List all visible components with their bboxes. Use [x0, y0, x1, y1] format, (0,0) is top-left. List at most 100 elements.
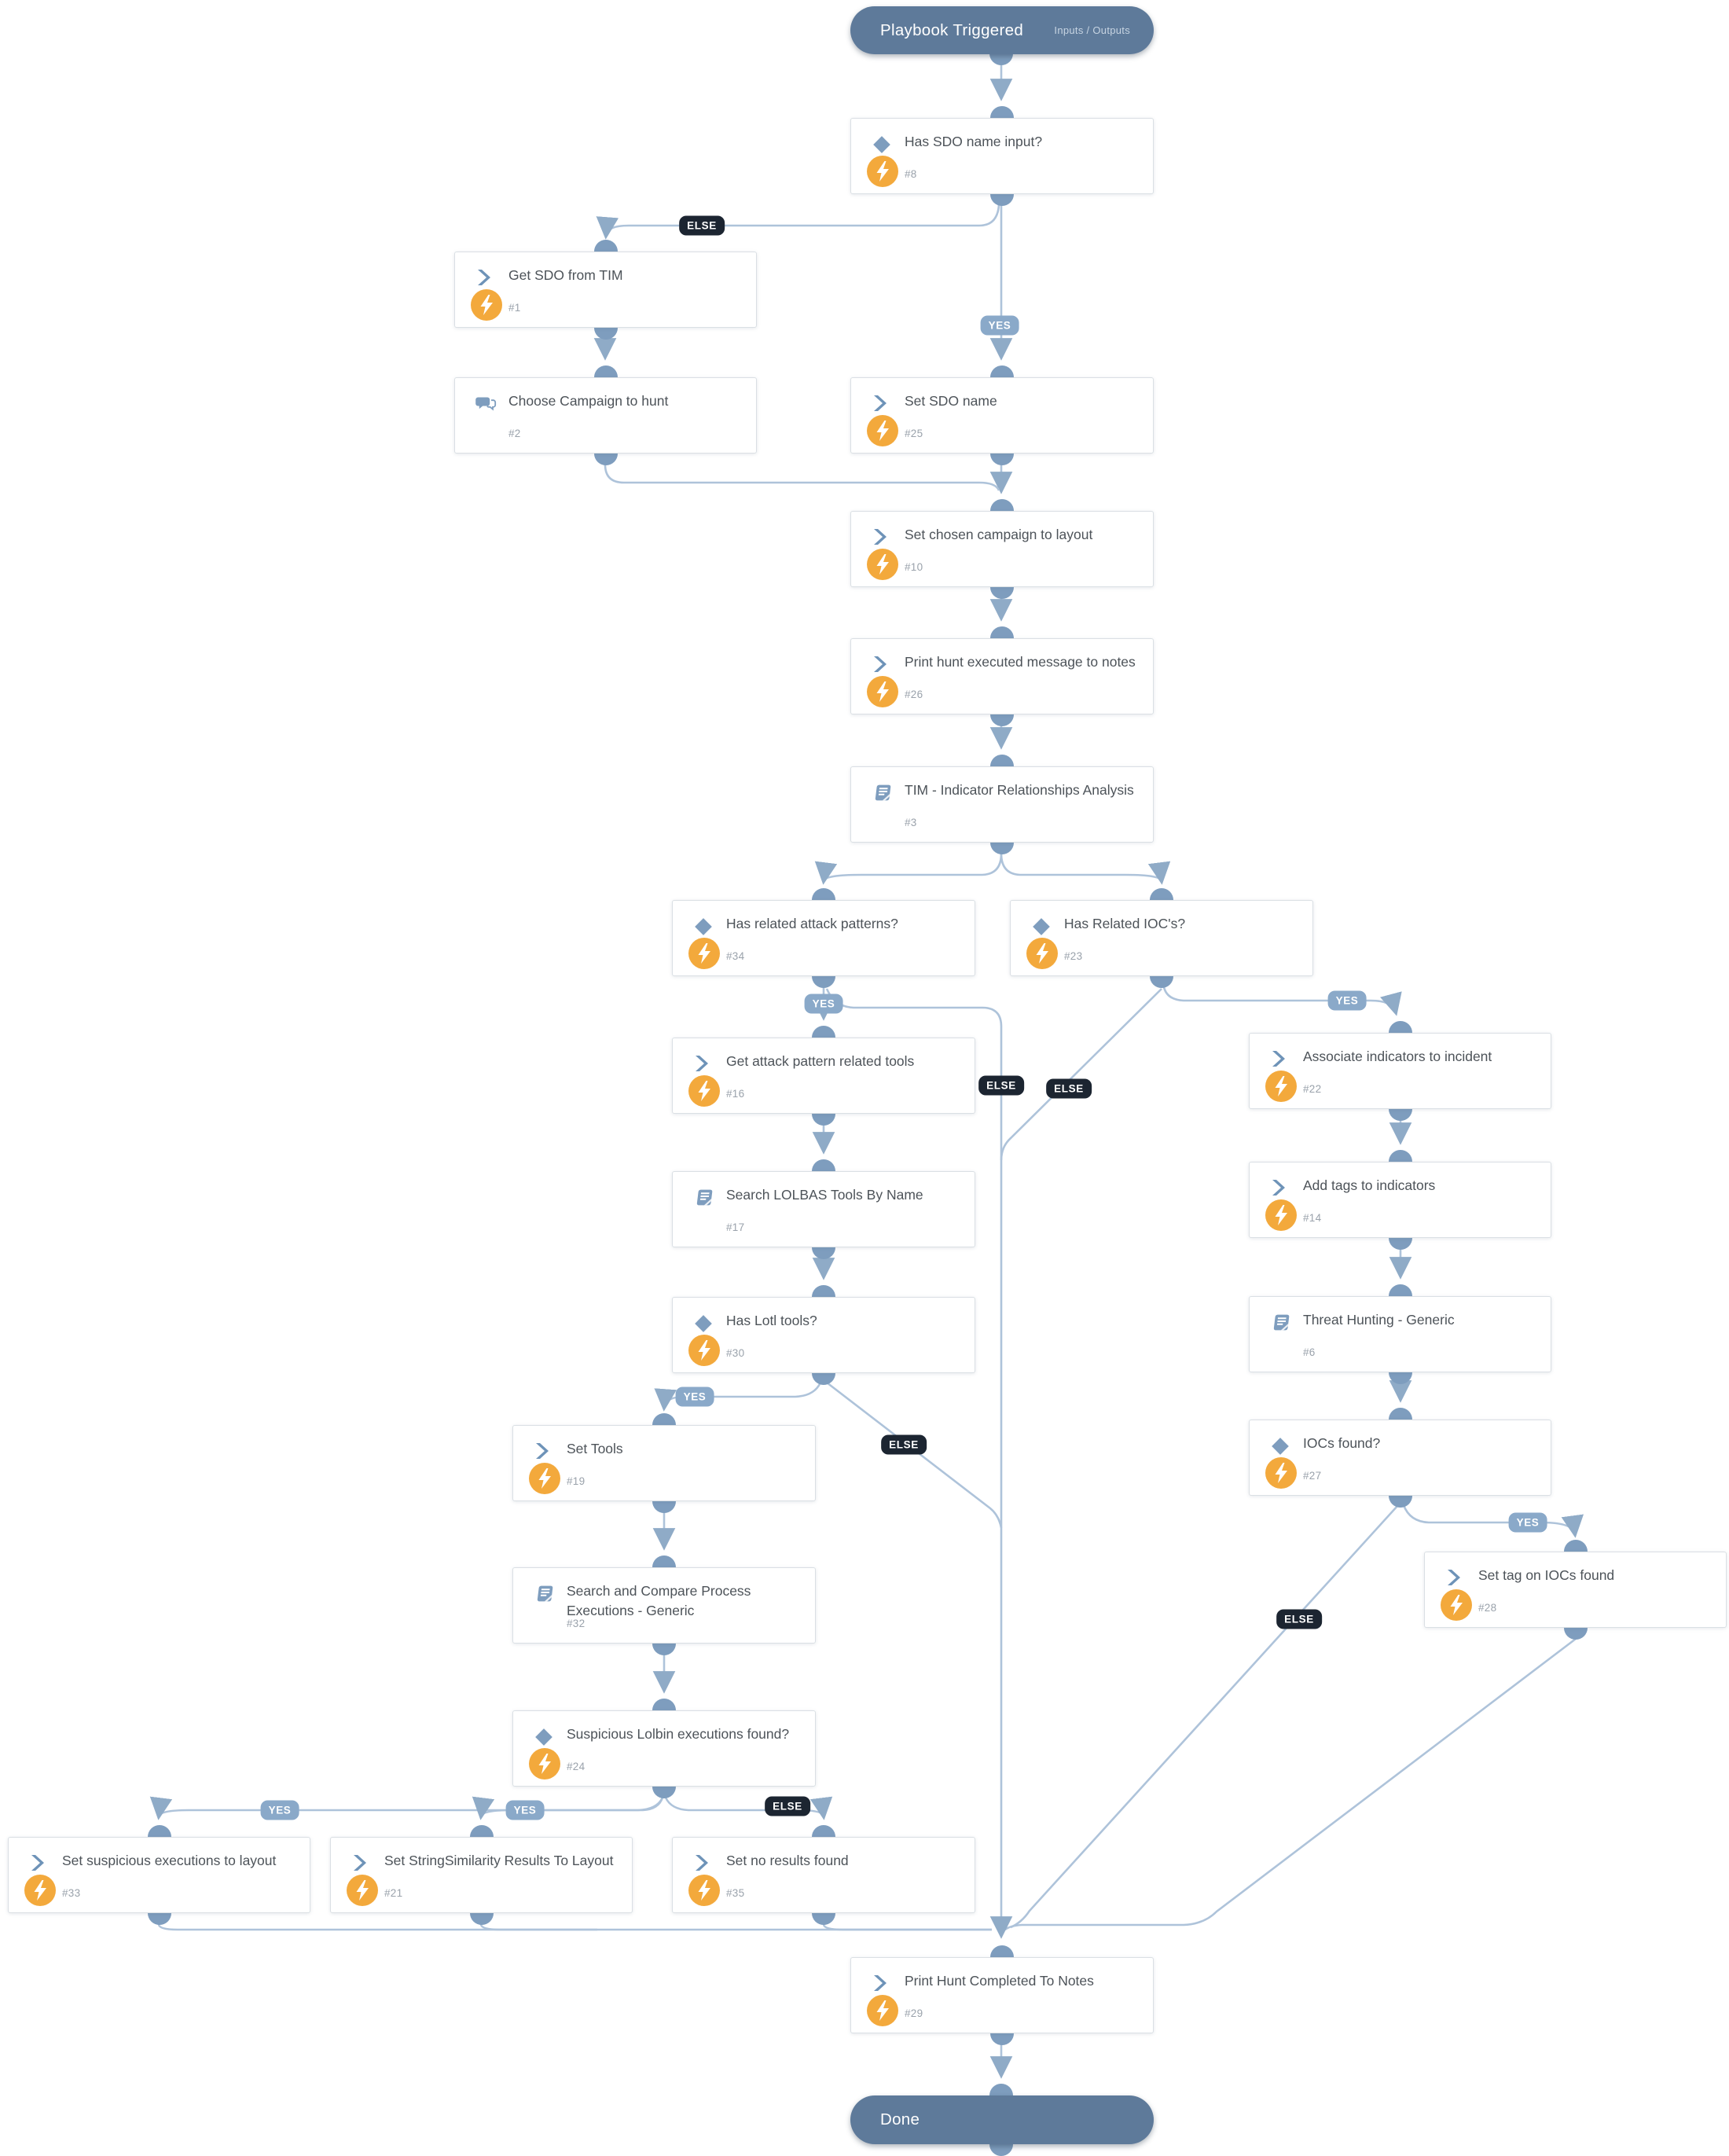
get-attack-pattern-tools-task-number: #16	[726, 1088, 745, 1100]
choose-campaign-to-hunt-node[interactable]: Choose Campaign to hunt #2	[454, 377, 757, 454]
set-suspicious-executions-title: Set suspicious executions to layout	[62, 1853, 277, 1868]
set-tools-task-number: #19	[567, 1475, 586, 1487]
set-sdo-name-task-number: #25	[905, 428, 923, 439]
connector-edge	[149, 1796, 664, 1820]
set-chosen-campaign-to-layout-node[interactable]: Set chosen campaign to layout#10	[850, 511, 1154, 587]
has-related-iocs-node[interactable]: Has Related IOC's?#23	[1010, 900, 1313, 976]
automation-bolt-icon	[347, 1875, 378, 1906]
task-chevron-icon	[696, 1855, 708, 1871]
iocs-found-node[interactable]: IOCs found?#27	[1249, 1420, 1551, 1496]
automation-bolt-icon	[471, 289, 502, 321]
set-suspicious-executions-task-number: #33	[62, 1887, 81, 1899]
set-no-results-found-task-number: #35	[726, 1887, 745, 1899]
get-sdo-from-tim-node[interactable]: Get SDO from TIM#1	[454, 252, 757, 328]
task-chevron-icon	[1448, 1570, 1460, 1585]
playbook-triggered-label: Playbook Triggered	[880, 20, 1024, 39]
set-tools-title: Set Tools	[567, 1441, 623, 1456]
automation-bolt-icon	[1265, 1457, 1297, 1489]
connector-edge	[1162, 986, 1402, 1016]
choose-campaign-to-hunt-title: Choose Campaign to hunt	[508, 393, 669, 409]
print-hunt-executed-message-title: Print hunt executed message to notes	[905, 654, 1136, 670]
automation-bolt-icon	[24, 1875, 56, 1906]
get-attack-pattern-tools-node[interactable]: Get attack pattern related tools#16	[672, 1038, 975, 1114]
associate-indicators-node[interactable]: Associate indicators to incident#22	[1249, 1033, 1551, 1109]
set-tag-on-iocs-found-node[interactable]: Set tag on IOCs found #28	[1424, 1552, 1727, 1628]
yes-condition-badge: YES	[980, 315, 1019, 336]
print-hunt-executed-message-node[interactable]: Print hunt executed message to notes#26	[850, 638, 1154, 714]
automation-bolt-icon	[867, 1995, 898, 2026]
has-sdo-name-input-node[interactable]: Has SDO name input?#8	[850, 118, 1154, 194]
connector-edge	[1010, 1504, 1399, 1929]
set-sdo-name-node[interactable]: Set SDO name #25	[850, 377, 1154, 454]
has-related-attack-patterns-task-number: #34	[726, 950, 745, 962]
set-sdo-name-title: Set SDO name	[905, 393, 997, 409]
automation-bolt-icon	[867, 549, 898, 580]
task-chevron-icon	[31, 1855, 44, 1871]
suspicious-lolbin-found-node[interactable]: Suspicious Lolbin executions found? #24	[512, 1710, 816, 1787]
task-chevron-icon	[536, 1443, 549, 1459]
connector-edge	[664, 1796, 833, 1820]
print-hunt-completed-node[interactable]: Print Hunt Completed To Notes#29	[850, 1957, 1154, 2033]
connector-edge	[479, 1923, 597, 1931]
connector-edge	[1004, 1637, 1577, 1931]
set-stringsimilarity-results-task-number: #21	[384, 1887, 403, 1899]
tim-indicator-relationships-task-number: #3	[905, 817, 917, 828]
tim-indicator-relationships-title: TIM - Indicator Relationships Analysis	[905, 782, 1134, 798]
connector-edge	[654, 1382, 822, 1412]
connector-edge	[596, 204, 1000, 240]
condition-diamond-icon	[1033, 918, 1050, 935]
yes-condition-badge: YES	[505, 1800, 545, 1820]
set-stringsimilarity-results-title: Set StringSimilarity Results To Layout	[384, 1853, 614, 1868]
choose-campaign-to-hunt-task-number: #2	[508, 428, 521, 439]
add-tags-to-indicators-node[interactable]: Add tags to indicators#14	[1249, 1162, 1551, 1238]
set-no-results-found-node[interactable]: Set no results found #35	[672, 1837, 975, 1913]
else-condition-badge: ELSE	[978, 1075, 1024, 1096]
condition-diamond-icon	[1272, 1438, 1289, 1455]
connector-edge	[604, 464, 1000, 491]
has-lotl-tools-node[interactable]: Has Lotl tools?#30	[672, 1297, 975, 1373]
else-condition-badge: ELSE	[1276, 1609, 1322, 1629]
has-related-iocs-task-number: #23	[1064, 950, 1083, 962]
done-label: Done	[880, 2110, 920, 2128]
search-compare-process-exec-task-number: #32	[567, 1618, 586, 1629]
else-condition-badge: ELSE	[679, 215, 725, 236]
search-lolbas-tools-node[interactable]: Search LOLBAS Tools By Name#17	[672, 1171, 975, 1247]
set-tag-on-iocs-found-title: Set tag on IOCs found	[1478, 1567, 1615, 1583]
iocs-found-task-number: #27	[1303, 1470, 1322, 1482]
playbook-triggered-node[interactable]: Playbook Triggered Inputs / Outputs	[850, 6, 1154, 54]
set-tools-node[interactable]: Set Tools #19	[512, 1425, 816, 1501]
yes-condition-badge: YES	[1508, 1512, 1547, 1533]
search-compare-process-exec-title: Search and Compare Process Executions - …	[567, 1583, 751, 1618]
task-chevron-icon	[478, 270, 490, 285]
condition-diamond-icon	[695, 1315, 712, 1332]
suspicious-lolbin-found-title: Suspicious Lolbin executions found?	[567, 1726, 790, 1742]
task-chevron-icon	[874, 529, 887, 545]
sub-playbook-book-icon	[1273, 1314, 1290, 1331]
automation-bolt-icon	[688, 1875, 720, 1906]
set-suspicious-executions-node[interactable]: Set suspicious executions to layout #33	[8, 1837, 310, 1913]
connector-edge	[826, 1381, 1003, 1529]
has-related-attack-patterns-node[interactable]: Has related attack patterns? #34	[672, 900, 975, 976]
set-tag-on-iocs-found-task-number: #28	[1478, 1602, 1497, 1614]
else-condition-badge: ELSE	[881, 1434, 927, 1455]
connector-edge	[1000, 853, 1171, 885]
task-chevron-icon	[354, 1855, 366, 1871]
else-condition-badge: ELSE	[765, 1796, 810, 1816]
set-stringsimilarity-results-node[interactable]: Set StringSimilarity Results To Layout #2…	[330, 1837, 633, 1913]
automation-bolt-icon	[867, 676, 898, 707]
print-hunt-completed-title: Print Hunt Completed To Notes	[905, 1973, 1094, 1989]
has-related-attack-patterns-title: Has related attack patterns?	[726, 916, 898, 931]
threat-hunting-generic-node[interactable]: Threat Hunting - Generic#6	[1249, 1296, 1551, 1372]
set-no-results-found-title: Set no results found	[726, 1853, 849, 1868]
done-node[interactable]: Done	[850, 2095, 1154, 2144]
search-compare-process-exec-node[interactable]: Search and Compare Process Executions - …	[512, 1567, 816, 1644]
tim-indicator-relationships-node[interactable]: TIM - Indicator Relationships Analysis #3	[850, 766, 1154, 843]
connector-edge	[822, 1923, 992, 1931]
inputs-outputs-link[interactable]: Inputs / Outputs	[1054, 24, 1130, 36]
connector-edge	[157, 1923, 992, 1931]
automation-bolt-icon	[867, 415, 898, 446]
get-sdo-from-tim-task-number: #1	[508, 302, 521, 314]
suspicious-lolbin-found-task-number: #24	[567, 1761, 586, 1772]
has-sdo-name-input-title: Has SDO name input?	[905, 134, 1043, 149]
